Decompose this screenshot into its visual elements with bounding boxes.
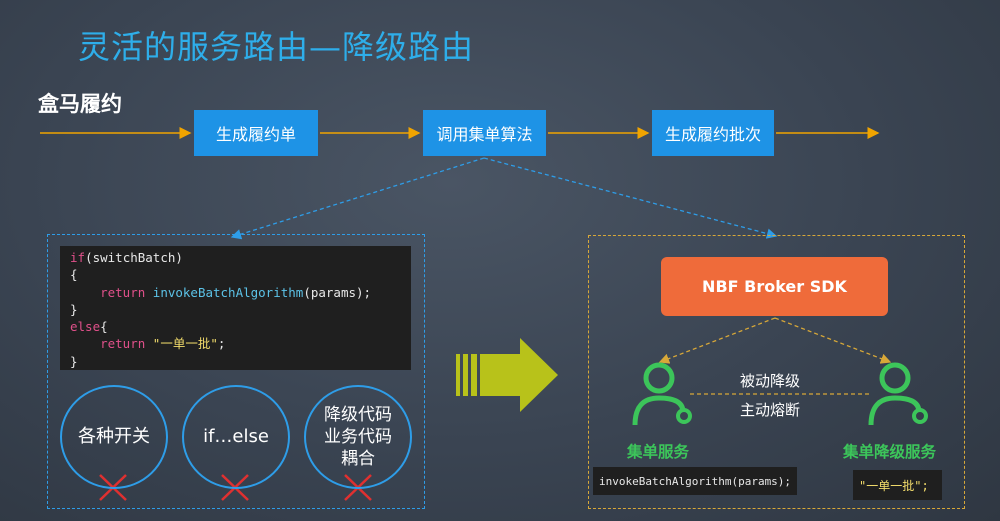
code-text: { — [100, 319, 108, 335]
passive-degrade-label: 被动降级 — [740, 372, 801, 390]
code-block: if(switchBatch) { return invokeBatchAlgo… — [60, 246, 411, 370]
code-text: ; — [217, 336, 226, 352]
code-function: invokeBatchAlgorithm — [152, 284, 304, 300]
expand-line-left — [230, 157, 485, 240]
code-text: (params); — [303, 284, 372, 300]
step-generate-order: 生成履约单 — [194, 110, 318, 156]
code-text: } — [70, 301, 78, 317]
code-string: "一单一批" — [152, 336, 218, 352]
code-keyword: return — [100, 336, 146, 352]
problem-coupling: 降级代码 业务代码 耦合 — [304, 385, 412, 489]
step-generate-batch: 生成履约批次 — [652, 110, 774, 156]
active-circuit-break-label: 主动熔断 — [740, 401, 801, 419]
right-panel — [588, 235, 965, 509]
primary-code-chip: invokeBatchAlgorithm(params); — [593, 467, 797, 495]
code-text: } — [70, 353, 78, 369]
step-invoke-batch: 调用集单算法 — [423, 110, 546, 156]
transition-arrow-icon — [456, 338, 558, 412]
expand-line-right — [483, 157, 778, 239]
code-keyword: if — [70, 250, 86, 265]
broker-sdk-box: NBF Broker SDK — [661, 257, 888, 316]
fallback-user-icon — [868, 362, 928, 426]
page-title: 灵活的服务路由—降级路由 — [78, 28, 475, 66]
fallback-code-chip: "一单一批"; — [853, 470, 942, 500]
code-text: { — [70, 267, 78, 283]
primary-service-label: 集单服务 — [627, 443, 690, 461]
section-subtitle: 盒马履约 — [38, 92, 122, 116]
code-keyword: else — [70, 319, 101, 335]
service-user-icon — [632, 362, 692, 426]
left-panel — [47, 234, 425, 509]
code-text: (switchBatch) — [85, 250, 183, 265]
fallback-service-label: 集单降级服务 — [843, 443, 937, 461]
code-keyword: return — [100, 284, 146, 300]
problem-switches: 各种开关 — [60, 385, 168, 489]
problem-if-else: if…else — [182, 385, 290, 489]
